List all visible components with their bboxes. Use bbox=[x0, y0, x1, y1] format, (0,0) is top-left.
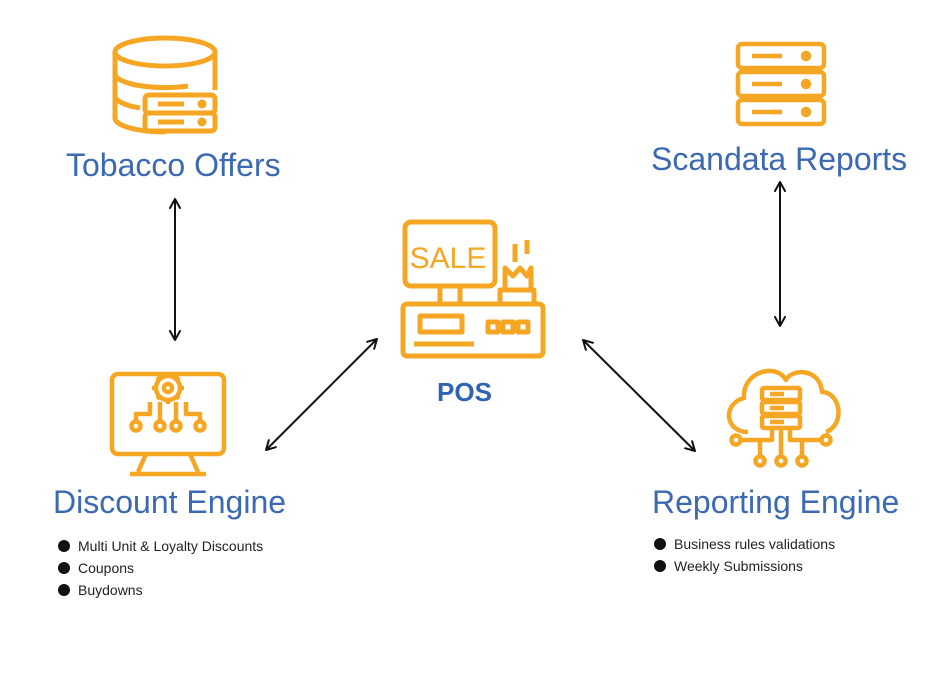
bullet-dot bbox=[58, 584, 70, 596]
arrow-pos-reporting bbox=[582, 339, 696, 452]
bullet-item: Buydowns bbox=[56, 579, 263, 601]
bullet-item: Coupons bbox=[56, 557, 263, 579]
reporting-engine-bullets: Business rules validations Weekly Submis… bbox=[652, 533, 835, 577]
bullet-item: Multi Unit & Loyalty Discounts bbox=[56, 535, 263, 557]
discount-engine-bullets: Multi Unit & Loyalty Discounts Coupons B… bbox=[56, 535, 263, 601]
pos-label: POS bbox=[437, 377, 492, 407]
bullet-item: Weekly Submissions bbox=[652, 555, 835, 577]
pos-screen-text: SALE bbox=[410, 242, 487, 275]
pos-terminal-icon bbox=[400, 219, 546, 359]
bullet-dot bbox=[58, 562, 70, 574]
cloud-server-icon bbox=[726, 368, 841, 468]
monitor-gear-icon bbox=[109, 371, 227, 477]
bullet-dot bbox=[654, 538, 666, 550]
bullet-dot bbox=[654, 560, 666, 572]
database-icon bbox=[112, 35, 218, 135]
scandata-reports-label: Scandata Reports bbox=[651, 141, 908, 177]
reporting-engine-label: Reporting Engine bbox=[652, 484, 900, 520]
server-rack-icon bbox=[735, 41, 827, 127]
discount-engine-label: Discount Engine bbox=[53, 484, 287, 520]
tobacco-offers-label: Tobacco Offers bbox=[66, 147, 281, 183]
bullet-item: Business rules validations bbox=[652, 533, 835, 555]
bullet-dot bbox=[58, 540, 70, 552]
arrow-discount-pos bbox=[265, 338, 378, 451]
